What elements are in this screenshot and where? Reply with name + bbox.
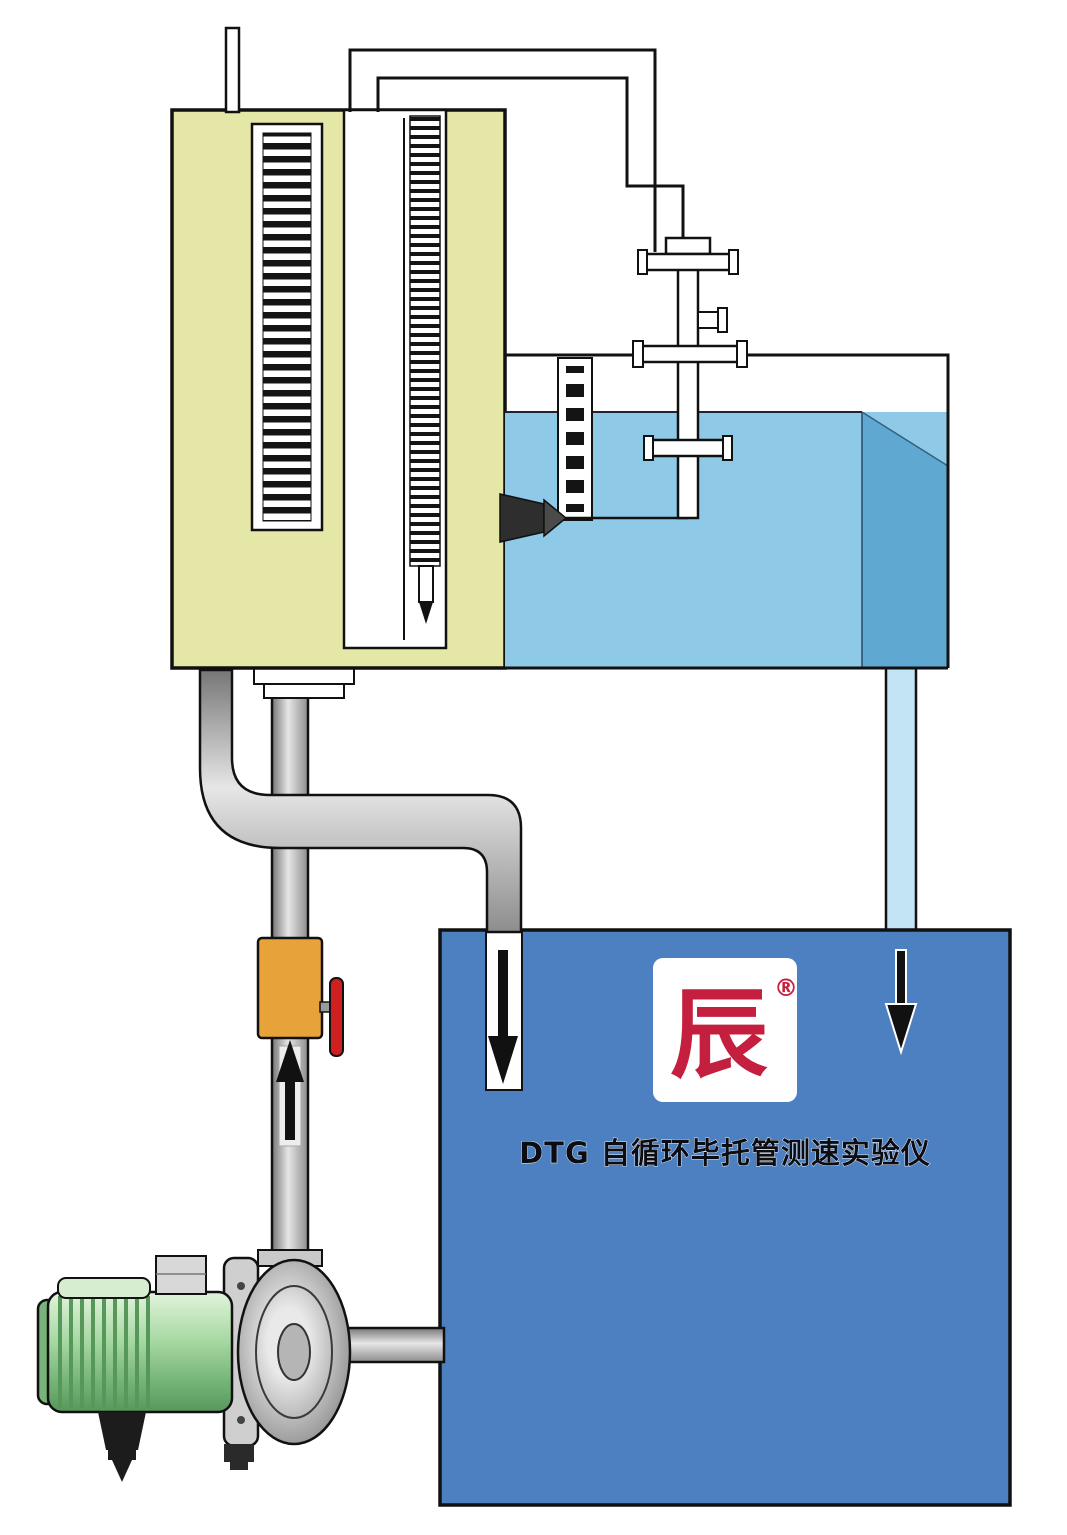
top-piping	[224, 26, 685, 252]
pitot-tube-assembly	[632, 236, 748, 520]
pipe-inner-line	[376, 76, 685, 252]
flow-arrow-down-left-icon	[488, 950, 518, 1084]
panel-base-block	[253, 667, 355, 685]
motor-cooling-ribs	[56, 1296, 156, 1408]
logo-plate	[653, 958, 797, 1102]
elbow-pipe	[198, 668, 523, 934]
probe-nozzle	[499, 493, 688, 543]
flow-arrow-up-icon	[276, 1040, 304, 1147]
panel-base-block-2	[263, 683, 345, 699]
brand-logo: 辰 ®	[653, 958, 798, 1102]
upper-water-tank	[499, 353, 950, 670]
pump-feet	[98, 1412, 254, 1482]
manometer-scale-right	[342, 108, 448, 650]
indicator-needle-tip	[419, 602, 433, 624]
return-pipe	[884, 658, 918, 944]
pitot-tube	[676, 248, 700, 520]
water-shadow-wedge	[862, 412, 948, 668]
motor-top-cap	[57, 1277, 151, 1299]
elbow-pipe-body	[198, 668, 523, 934]
pitot-side-valve	[697, 307, 728, 333]
panel-body	[170, 108, 507, 670]
pump-hub	[277, 1323, 311, 1381]
instrument-panel	[170, 108, 507, 670]
pump-unit	[36, 1249, 446, 1482]
pitot-flange-middle	[632, 340, 748, 368]
tank-scale	[557, 357, 593, 521]
bolt-icon	[237, 1416, 245, 1424]
pitot-flange-lower	[643, 435, 733, 461]
coupling-and-valve	[256, 936, 344, 1147]
junction-box	[155, 1255, 207, 1295]
device-title: DTG 自循环毕托管测速实验仪	[519, 1136, 931, 1170]
vent-rod	[224, 26, 241, 114]
valve-handle	[329, 977, 344, 1057]
indicator-needle-body	[418, 565, 434, 603]
flow-arrow-down-right-icon	[884, 949, 918, 1056]
logo-glyph: 辰	[670, 978, 768, 1092]
pitot-top-cap	[664, 236, 712, 256]
return-pipe-body	[884, 658, 918, 944]
orange-coupling	[256, 936, 324, 1040]
pitot-flange-top	[637, 249, 739, 275]
tick-column	[409, 115, 441, 567]
pump-housing	[236, 1258, 352, 1446]
manometer-scale-left	[250, 122, 324, 532]
pipe-outer-line	[348, 48, 657, 252]
registered-mark: ®	[774, 974, 798, 1002]
water-surface-slant	[861, 411, 949, 467]
motor	[36, 1255, 234, 1414]
bolt-icon	[237, 1282, 245, 1290]
lower-reservoir-tank: 辰 ® DTG 自循环毕托管测速实验仪	[438, 928, 1012, 1507]
